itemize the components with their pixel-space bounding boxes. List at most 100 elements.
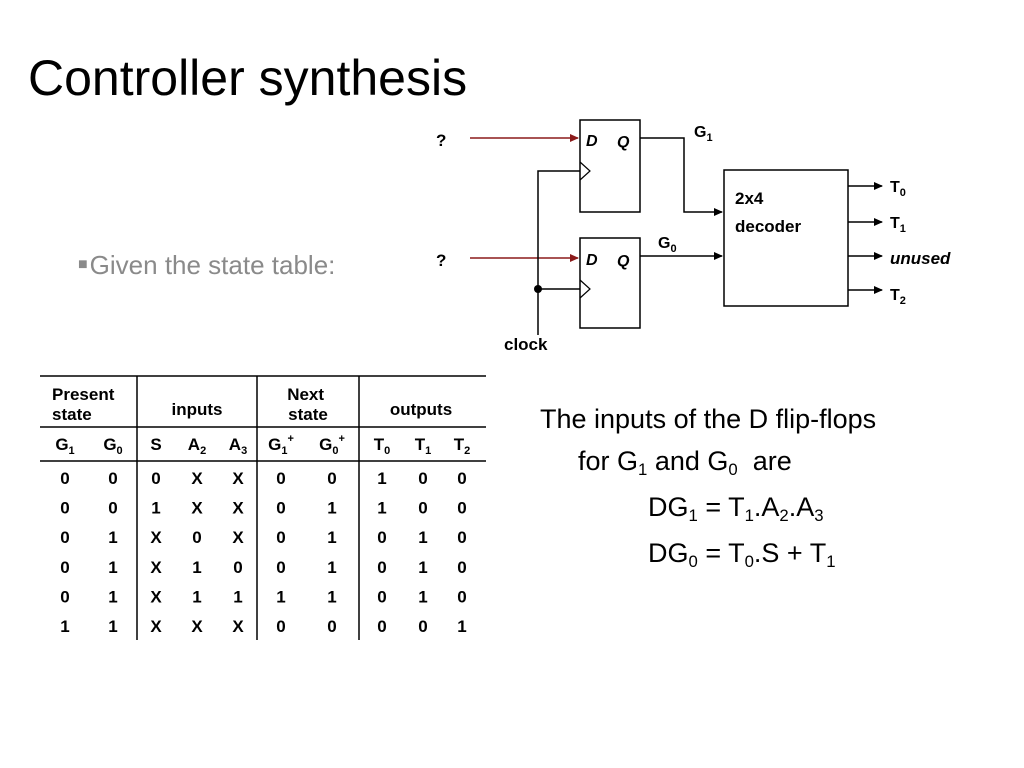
equation-dg0: DG0 = T0.S + T1 <box>648 537 836 572</box>
table-cell: X <box>191 499 203 518</box>
table-cell: 1 <box>457 617 466 636</box>
table-cell: X <box>232 617 244 636</box>
table-cell: 0 <box>377 528 386 547</box>
flip-flop-g1: D Q <box>579 119 641 213</box>
group-header-present-state-l1: Present <box>52 385 115 404</box>
eq2-lhs-sub: 0 <box>688 552 698 572</box>
table-cell: 0 <box>60 558 69 577</box>
slide-title: Controller synthesis <box>28 50 468 106</box>
decoder-2x4: 2x4 decoder <box>723 169 849 307</box>
table-cell: X <box>150 587 162 606</box>
column-header: T1 <box>415 435 432 457</box>
g1-wire <box>640 137 723 216</box>
clock-wire <box>537 170 580 335</box>
table-cell: X <box>150 558 162 577</box>
table-cell: X <box>191 469 203 488</box>
line2-part-b: and G <box>647 446 729 476</box>
table-cell: 0 <box>457 469 466 488</box>
group-header-present-state: Present state <box>52 385 119 424</box>
table-cell: 0 <box>108 499 117 518</box>
column-header: A2 <box>188 435 206 457</box>
table-cell: 0 <box>377 587 386 606</box>
table-cell: 0 <box>276 469 285 488</box>
decoder-label-1: 2x4 <box>735 189 764 208</box>
table-cell: 1 <box>377 499 386 518</box>
table-cell: 0 <box>60 499 69 518</box>
eq1-part-a: = T <box>697 492 745 522</box>
table-cell: 0 <box>457 528 466 547</box>
eq1-sub-c: 3 <box>814 506 824 526</box>
group-header-inputs: inputs <box>172 400 223 419</box>
table-cell: 0 <box>327 469 336 488</box>
circuit-diagram: ? ? D Q D Q clock G1 G0 2x4 decoder T0 T… <box>436 119 951 354</box>
column-headers: G1 G0 S A2 A3 G1+ G0+ T0 T1 T2 <box>55 433 470 457</box>
decoder-label-2: decoder <box>735 217 802 236</box>
group-header-present-state-l2: state <box>52 405 92 424</box>
table-cell: 1 <box>327 499 336 518</box>
table-cell: 0 <box>60 528 69 547</box>
table-cell: X <box>150 617 162 636</box>
table-cell: 0 <box>457 558 466 577</box>
table-cell: X <box>232 528 244 547</box>
eq2-sub-b: 1 <box>826 552 836 572</box>
table-cell: 1 <box>108 558 117 577</box>
table-cell: 0 <box>60 469 69 488</box>
table-cell: 0 <box>418 617 427 636</box>
table-cell: 1 <box>192 558 201 577</box>
table-cell: 1 <box>108 528 117 547</box>
bullet-item: ■Given the state table: <box>78 250 335 281</box>
table-cell: X <box>232 469 244 488</box>
table-cell: 1 <box>151 499 160 518</box>
bullet-text: Given the state table: <box>89 250 336 280</box>
eq2-part-a: = T <box>697 538 745 568</box>
equation-dg1: DG1 = T1.A2.A3 <box>648 491 824 526</box>
column-header: G1 <box>55 435 74 457</box>
group-header-next-state-l1: Next <box>287 385 324 404</box>
square-bullet-icon: ■ <box>78 256 88 273</box>
column-header: G0 <box>103 435 122 457</box>
line2-sub-2: 0 <box>728 460 738 480</box>
table-cell: 0 <box>418 469 427 488</box>
table-cell: 1 <box>192 587 201 606</box>
column-header: G1+ <box>268 433 294 457</box>
column-header: G0+ <box>319 433 345 457</box>
table-cell: 1 <box>418 528 427 547</box>
table-cell: 1 <box>377 469 386 488</box>
table-cell: 1 <box>233 587 242 606</box>
t2-label: T2 <box>890 287 906 307</box>
column-header: T0 <box>374 435 391 457</box>
column-header: A3 <box>229 435 247 457</box>
table-cell: 1 <box>418 558 427 577</box>
table-cell: 1 <box>108 617 117 636</box>
table-cell: 0 <box>276 499 285 518</box>
column-header: S <box>150 435 161 454</box>
line2-part-a: for G <box>578 446 639 476</box>
state-table: Present state inputs Next state outputs … <box>40 375 486 640</box>
ff1-q-label: Q <box>617 134 630 151</box>
table-cell: 0 <box>233 558 242 577</box>
eq1-part-b: .A <box>753 492 780 522</box>
group-header-outputs: outputs <box>390 400 452 419</box>
group-header-next-state: Next state <box>287 385 329 424</box>
table-cell: 0 <box>192 528 201 547</box>
unused-label: unused <box>890 249 951 268</box>
table-cell: 0 <box>276 617 285 636</box>
table-cell: 0 <box>108 469 117 488</box>
line2-sub-1: 1 <box>638 460 648 480</box>
explanation-line-1: The inputs of the D flip-flops <box>540 404 877 434</box>
explanation-line-2: for G1 and G0 are <box>578 445 792 480</box>
eq2-sub-a: 0 <box>744 552 754 572</box>
table-cell: 0 <box>377 558 386 577</box>
table-cell: 1 <box>276 587 285 606</box>
column-header: T2 <box>454 435 471 457</box>
table-cell: 1 <box>327 587 336 606</box>
ff2-q-label: Q <box>617 253 630 270</box>
t0-label: T0 <box>890 179 906 199</box>
eq1-part-c: .A <box>788 492 815 522</box>
t1-label: T1 <box>890 215 906 235</box>
table-cell: 1 <box>108 587 117 606</box>
